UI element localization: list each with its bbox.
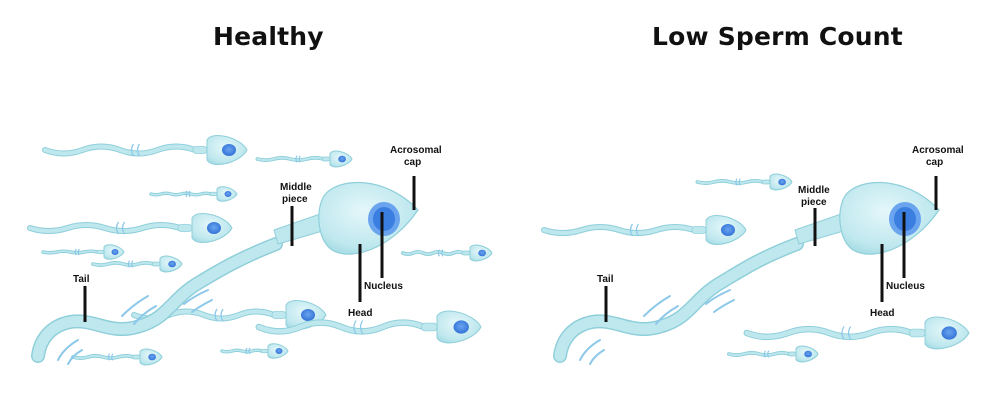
tail-label: Tail [73, 274, 90, 285]
sperm-middle-piece [910, 329, 925, 337]
head-label: Head [348, 308, 372, 319]
sperm-cell [43, 245, 124, 260]
sperm-cell [697, 174, 792, 190]
healthy-panel [30, 135, 492, 365]
sperm-nucleus [112, 249, 119, 255]
sperm-nucleus [207, 222, 221, 234]
sperm-cell [747, 317, 969, 349]
sperm-nucleus [778, 179, 786, 186]
sperm-middle-piece [322, 157, 330, 161]
motion-line [580, 340, 600, 360]
sperm-middle-piece [762, 180, 770, 184]
sperm-nucleus [338, 156, 346, 163]
sperm-cell [403, 245, 492, 261]
acrosomal-cap-label-line2: cap [926, 157, 943, 168]
middle-piece-label-line2: piece [282, 194, 308, 205]
sperm-middle-piece [210, 192, 217, 196]
sperm-nucleus [225, 191, 232, 197]
acrosomal-cap-label-line1: Acrosomal [390, 145, 442, 156]
sperm-middle-piece [261, 349, 268, 353]
sperm-nucleus [373, 207, 395, 231]
acrosomal-cap-label-line2: cap [404, 157, 421, 168]
sperm-nucleus [148, 354, 156, 361]
sperm-middle-piece [422, 323, 437, 331]
sperm-nucleus [721, 224, 735, 236]
sperm-nucleus [454, 320, 469, 333]
sperm-middle-piece [272, 312, 286, 319]
nucleus-label: Nucleus [886, 281, 925, 292]
sperm-middle-piece [152, 262, 160, 266]
sperm-nucleus [804, 351, 812, 358]
sperm-nucleus [942, 326, 957, 339]
sperm-middle-piece [97, 250, 104, 254]
acrosomal-cap-label-line1: Acrosomal [912, 145, 964, 156]
motion-line [590, 350, 604, 364]
sperm-cell [729, 346, 818, 362]
sperm-middle-piece [462, 251, 470, 255]
nucleus-label: Nucleus [364, 281, 403, 292]
sperm-cell [257, 151, 352, 167]
sperm-cell [73, 349, 162, 365]
middle-piece-label-line1: Middle [280, 182, 312, 193]
sperm-nucleus [222, 144, 236, 156]
middle-piece-label-line2: piece [801, 197, 827, 208]
sperm-cell [151, 187, 237, 202]
sperm-middle-piece [178, 225, 192, 232]
sperm-cell [30, 213, 232, 242]
sperm-nucleus [301, 309, 315, 321]
motion-line [192, 300, 212, 312]
sperm-middle-piece [692, 227, 706, 234]
sperm-tail-highlight [38, 244, 276, 356]
sperm-middle-piece [193, 147, 207, 154]
sperm-middle-piece [132, 355, 140, 359]
sperm-nucleus [168, 261, 176, 268]
sperm-nucleus [478, 250, 486, 257]
sperm-middle-piece [788, 352, 796, 356]
tail-label: Tail [597, 274, 614, 285]
middle-piece-label-line1: Middle [798, 185, 830, 196]
sperm-cell [222, 344, 288, 359]
sperm-cell [45, 135, 247, 164]
motion-line [714, 300, 734, 312]
sperm-nucleus [276, 348, 283, 354]
head-label: Head [870, 308, 894, 319]
sperm-cell [544, 215, 746, 244]
